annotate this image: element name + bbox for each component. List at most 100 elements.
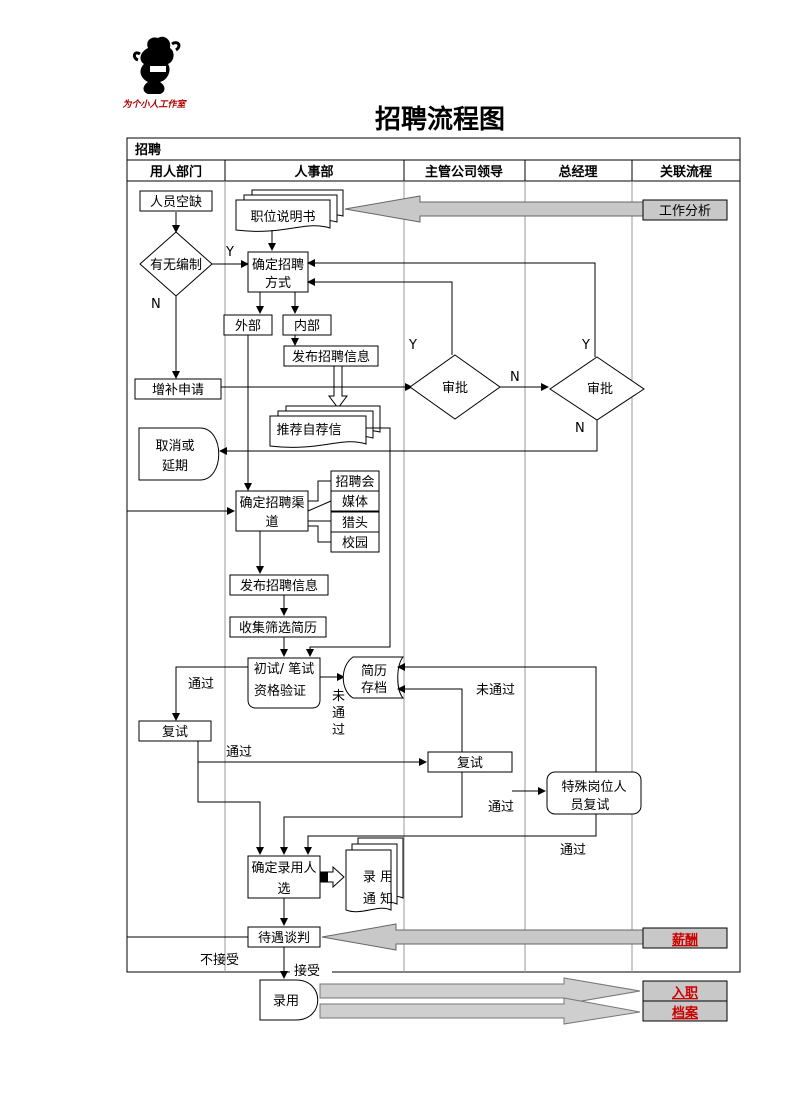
channel-box (235, 490, 309, 532)
job-analysis-label[interactable]: 工作分析 (659, 204, 711, 219)
column-header: 关联流程 (660, 164, 712, 180)
no-label: N (510, 370, 520, 385)
channel-media-label: 媒体 (342, 495, 368, 510)
hire-label: 录用 (273, 994, 299, 1009)
connector (280, 772, 463, 855)
channel-fair-label: 招聘会 (335, 475, 374, 490)
section-label: 招聘 (135, 142, 161, 158)
pass-label: 通过 (188, 677, 214, 692)
salary-negotiation-label: 待遇谈判 (258, 931, 310, 946)
cancel-delay-box (138, 427, 220, 481)
accept-label: 接受 (294, 963, 320, 979)
onboard-link[interactable]: 入职 (672, 986, 698, 1001)
establishment-label: 有无编制 (150, 258, 202, 273)
link-arrow-job-analysis (344, 195, 644, 223)
publish-info-box (229, 574, 329, 596)
column-header: 人事部 (294, 164, 333, 180)
connector (307, 278, 453, 355)
decide-method-box (247, 251, 309, 293)
publish-info-label: 发布招聘信息 (240, 578, 318, 594)
offer-notice-label: 通 知 (363, 891, 393, 907)
connector (219, 420, 598, 455)
decide-hire-label: 选 (277, 882, 290, 897)
connector (397, 685, 463, 752)
decide-hire-label: 确定录用人 (251, 861, 316, 876)
link-arrow-onboard (319, 977, 641, 1005)
fail-label: 未通过 (476, 683, 515, 698)
channel-headhunter-label: 猎头 (342, 516, 368, 531)
fail-label: 未 (332, 689, 345, 704)
decide-method-label: 方式 (265, 275, 291, 291)
publish-info-internal-label: 发布招聘信息 (292, 349, 370, 365)
first-test-label: 资格验证 (254, 683, 306, 699)
salary-link[interactable]: 薪酬 (672, 932, 698, 948)
external-label: 外部 (235, 319, 261, 334)
supplement-request-box (134, 378, 222, 400)
internal-label: 内部 (294, 318, 320, 334)
yes-label: Y (408, 338, 417, 353)
column-header: 总经理 (558, 164, 597, 180)
decide-hire-box (247, 855, 321, 899)
channel-campus-label: 校园 (342, 535, 368, 551)
internal-box (282, 314, 332, 336)
archive-link[interactable]: 档案 (672, 1005, 699, 1021)
column-header: 主管公司领导 (425, 164, 503, 180)
offer-notice-label: 录 用 (363, 870, 393, 885)
collect-resume-label: 收集筛选简历 (239, 620, 317, 636)
salary-box[interactable] (642, 927, 728, 949)
arrow-tail (320, 872, 328, 882)
hire-box (259, 979, 319, 1021)
connector (304, 814, 597, 855)
pass-label: 通过 (560, 843, 586, 858)
logo-text: 为个小人工作室 (122, 99, 187, 110)
second-test-leader-label: 复试 (457, 756, 483, 771)
connector (397, 663, 597, 772)
reject-label: 不接受 (200, 952, 239, 968)
yes-label: Y (581, 338, 590, 353)
second-test-leader-box (427, 751, 513, 773)
approve-leader-diamond (409, 354, 501, 420)
page-title: 招聘流程图 (375, 105, 505, 135)
column-header: 用人部门 (149, 164, 202, 180)
first-test-label: 初试/ 笔试 (254, 661, 315, 677)
fail-label: 过 (332, 723, 345, 738)
job-description-label: 职位说明书 (250, 210, 315, 225)
second-test-dept-label: 复试 (162, 725, 188, 740)
supplement-request-label: 增补申请 (152, 383, 204, 398)
special-test-label: 特殊岗位人 (561, 780, 626, 795)
special-test-box (546, 771, 642, 815)
approve-leader-label: 审批 (442, 381, 468, 396)
connector (172, 666, 248, 721)
connector (308, 525, 331, 543)
no-label: N (575, 421, 585, 436)
accept-label-bg (290, 962, 332, 978)
connector (307, 259, 596, 357)
cancel-delay-label: 延期 (162, 459, 188, 474)
pass-label: 通过 (226, 745, 252, 760)
collect-resume-box (229, 616, 327, 638)
connector (308, 480, 331, 502)
job-analysis-box[interactable] (642, 199, 728, 221)
recommend-self-label: 推荐自荐信 (276, 423, 341, 438)
connector (306, 427, 391, 657)
archive-box[interactable] (642, 1000, 728, 1022)
decide-method-label: 确定招聘 (252, 258, 304, 273)
studio-logo: 为个小人工作室 (122, 36, 187, 110)
staff-vacancy-box (139, 190, 213, 212)
connector (307, 500, 332, 512)
publish-info-internal-box (283, 345, 379, 367)
resume-archive-label: 存档 (361, 681, 387, 696)
no-label: N (151, 297, 161, 312)
approve-gm-label: 审批 (587, 382, 613, 397)
fail-label: 通 (332, 706, 345, 721)
special-test-label: 员复试 (570, 798, 609, 813)
link-arrow-archive (319, 997, 641, 1025)
connector (197, 762, 264, 855)
flowchart-frame (126, 137, 741, 973)
pass-label: 通过 (488, 800, 514, 815)
channel-label: 道 (265, 515, 278, 530)
job-description-document: 职位说明书 (235, 189, 344, 232)
link-arrow-salary (321, 923, 644, 951)
yes-label: Y (225, 245, 234, 260)
